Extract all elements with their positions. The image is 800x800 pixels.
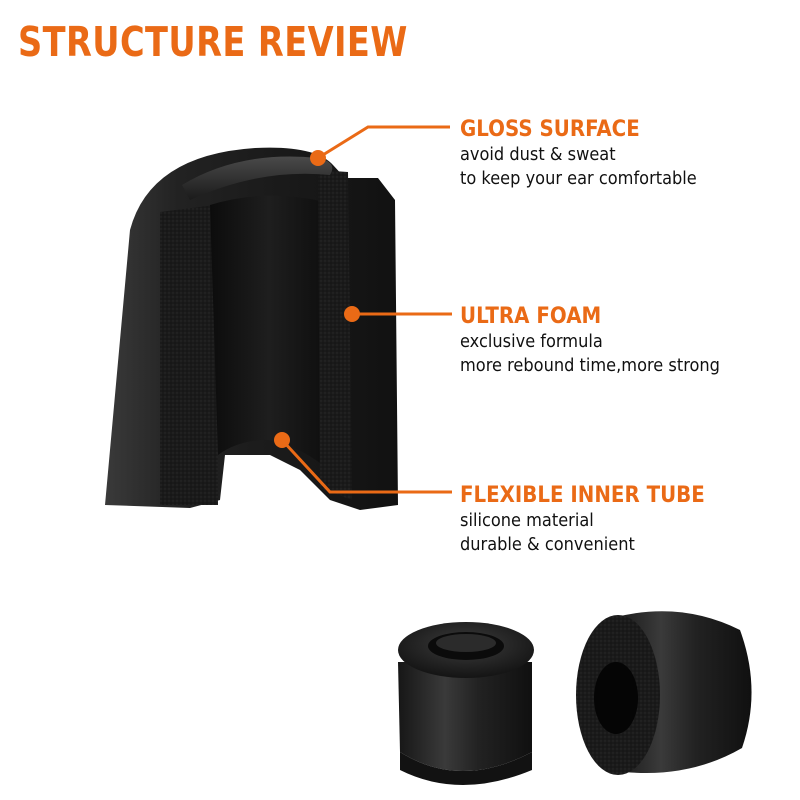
callout-gloss-surface: GLOSS SURFACE avoid dust & sweat to keep… xyxy=(460,117,723,191)
callout-flexible-inner-tube: FLEXIBLE INNER TUBE silicone material du… xyxy=(460,483,732,557)
page-title: STRUCTURE REVIEW xyxy=(18,18,408,66)
callout-ultra-foam: ULTRA FOAM exclusive formula more reboun… xyxy=(460,304,749,378)
callout-title: GLOSS SURFACE xyxy=(460,117,640,142)
callout-text: exclusive formula xyxy=(460,331,603,352)
cutaway-eartip xyxy=(105,147,398,510)
callout-text: to keep your ear comfortable xyxy=(460,168,697,189)
eartip-upright xyxy=(398,622,534,785)
inner-tube-leader xyxy=(280,438,452,494)
callout-title: ULTRA FOAM xyxy=(460,304,602,329)
eartip-side xyxy=(576,611,752,775)
callout-leaders xyxy=(274,125,452,494)
gloss-surface-leader xyxy=(317,125,450,160)
callout-text: silicone material xyxy=(460,510,594,531)
callout-text: avoid dust & sweat xyxy=(460,144,616,165)
callout-text: more rebound time,more strong xyxy=(460,355,720,376)
callout-title: FLEXIBLE INNER TUBE xyxy=(460,483,705,508)
callout-text: durable & convenient xyxy=(460,534,635,555)
